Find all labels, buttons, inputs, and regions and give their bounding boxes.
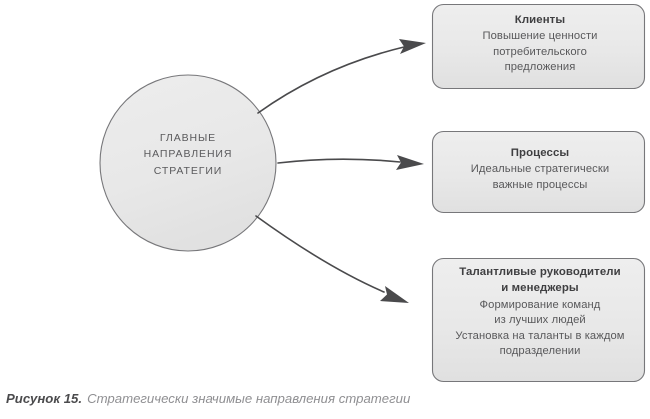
box-clients	[431, 3, 646, 90]
box-clients-line-1: Повышение ценности	[482, 30, 598, 43]
box-processes-title: Процессы	[510, 147, 570, 159]
figure-caption: Рисунок 15. Стратегически значимые направ…	[6, 391, 646, 406]
box-talent-title-line-2: и менеджеры	[501, 282, 579, 295]
box-processes-line-1: Идеальные стратегически	[470, 163, 610, 176]
box-clients-text: Клиенты Повышение ценности потребительск…	[434, 13, 646, 76]
arrow-to-clients	[257, 39, 426, 114]
hub-label-line-1: ГЛАВНЫЕ	[159, 132, 217, 144]
main-strategy-directions-circle	[99, 74, 277, 252]
figure-caption-number: Рисунок 15.	[6, 391, 83, 406]
hub-label-line-3: СТРАТЕГИИ	[153, 164, 223, 177]
box-talent-title: Талантливые руководители	[459, 266, 621, 278]
figure-caption-title: Стратегически значимые направления страт…	[87, 391, 411, 406]
box-talent-line-3: Установка на таланты в каждом	[455, 329, 625, 342]
box-processes-line-2: важные процессы	[492, 178, 588, 191]
hub-label-line-2: НАПРАВЛЕНИЯ	[143, 148, 233, 161]
box-talent-line-2: из лучших людей	[494, 314, 586, 327]
box-talent-text: Талантливые руководители и менеджеры Фор…	[432, 265, 648, 360]
hub-label: ГЛАВНЫЕ НАПРАВЛЕНИЯ СТРАТЕГИИ	[100, 130, 276, 179]
box-clients-title: Клиенты	[514, 14, 566, 26]
box-processes	[431, 130, 646, 214]
box-talent-line-4: подразделении	[499, 345, 581, 358]
arrow-to-processes	[277, 155, 424, 170]
box-clients-line-3: предложения	[504, 61, 576, 74]
box-clients-line-2: потребительского	[493, 45, 587, 58]
box-talent-line-1: Формирование команд	[479, 298, 601, 311]
box-processes-text: Процессы Идеальные стратегически важные …	[434, 146, 646, 193]
box-talent	[431, 257, 646, 383]
arrow-to-talent	[255, 215, 409, 303]
